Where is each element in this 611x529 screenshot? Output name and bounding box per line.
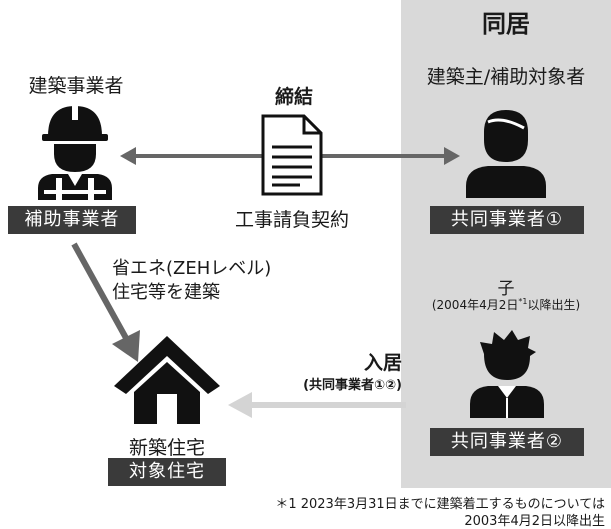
house-title: 新築住宅 <box>128 437 205 459</box>
owner-badge: 共同事業者① <box>430 206 584 234</box>
contract-label-bottom: 工事請負契約 <box>234 209 349 231</box>
child-title: 子 <box>497 279 515 299</box>
cohabitation-title: 同居 <box>482 10 530 38</box>
document-icon <box>261 114 323 196</box>
child-birth-note-head: (2004年4月2日 <box>431 298 519 312</box>
child-birth-note-tail: 以降出生) <box>527 298 581 312</box>
contract-label-top: 締結 <box>274 86 313 108</box>
builder-badge: 補助事業者 <box>8 206 136 234</box>
child-birth-note: (2004年4月2日*1以降出生) <box>401 296 611 313</box>
child-icon <box>470 330 544 418</box>
child-badge: 共同事業者② <box>430 428 584 456</box>
footnote-line1: ＊1 2023年3月31日までに建築着工するものについては <box>275 497 605 512</box>
move-in-arrow <box>228 392 406 418</box>
builder-action-line1: 省エネ(ZEHレベル) <box>112 258 272 279</box>
worker-icon <box>38 104 112 200</box>
builder-title: 建築事業者 <box>28 75 124 97</box>
move-in-label: 入居 <box>363 352 402 374</box>
child-birth-note-sup: *1 <box>518 297 528 306</box>
owner-title: 建築主/補助対象者 <box>426 66 586 88</box>
house-icon <box>114 336 220 424</box>
move-in-sublabel: (共同事業者①②) <box>303 378 402 393</box>
build-arrow <box>71 242 140 362</box>
footnote-line2: 2003年4月2日以降出生 <box>464 514 605 529</box>
person-icon <box>466 110 546 198</box>
house-badge: 対象住宅 <box>108 458 226 486</box>
builder-action-line2: 住宅等を建築 <box>112 282 220 303</box>
